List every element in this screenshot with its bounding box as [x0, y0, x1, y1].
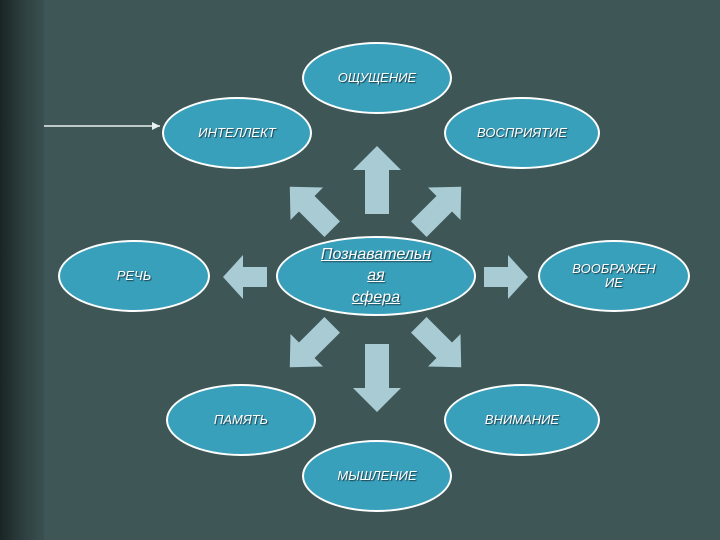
center-label: Познавательн ая сфера [320, 245, 432, 306]
decorative-map-strip [0, 0, 44, 540]
arrow-up [353, 146, 401, 214]
node-intellect-label: ИНТЕЛЛЕКТ [198, 124, 276, 140]
arrow-up-right [411, 186, 462, 237]
arrow-down-left [289, 317, 340, 368]
node-thinking-label: МЫШЛЕНИЕ [337, 467, 417, 483]
arrow-left [223, 255, 267, 299]
node-perception: ВОСПРИЯТИЕ [444, 97, 600, 169]
arrow-up-left [289, 186, 340, 237]
node-memory: ПАМЯТЬ [166, 384, 316, 456]
node-perception-label: ВОСПРИЯТИЕ [476, 124, 568, 140]
node-sensation-label: ОЩУЩЕНИЕ [337, 69, 417, 85]
node-imagination-label: ВООБРАЖЕН ИЕ [572, 260, 656, 290]
arrow-right [484, 255, 528, 299]
node-thinking: МЫШЛЕНИЕ [302, 440, 452, 512]
arrow-down [353, 344, 401, 412]
node-center: Познавательн ая сфера [276, 236, 476, 316]
node-imagination: ВООБРАЖЕН ИЕ [538, 240, 690, 312]
arrow-down-right [411, 317, 462, 368]
node-attention-label: ВНИМАНИЕ [484, 411, 560, 427]
node-attention: ВНИМАНИЕ [444, 384, 600, 456]
node-sensation: ОЩУЩЕНИЕ [302, 42, 452, 114]
node-speech-label: РЕЧЬ [116, 267, 152, 283]
node-intellect: ИНТЕЛЛЕКТ [162, 97, 312, 169]
node-memory-label: ПАМЯТЬ [213, 411, 269, 427]
node-speech: РЕЧЬ [58, 240, 210, 312]
